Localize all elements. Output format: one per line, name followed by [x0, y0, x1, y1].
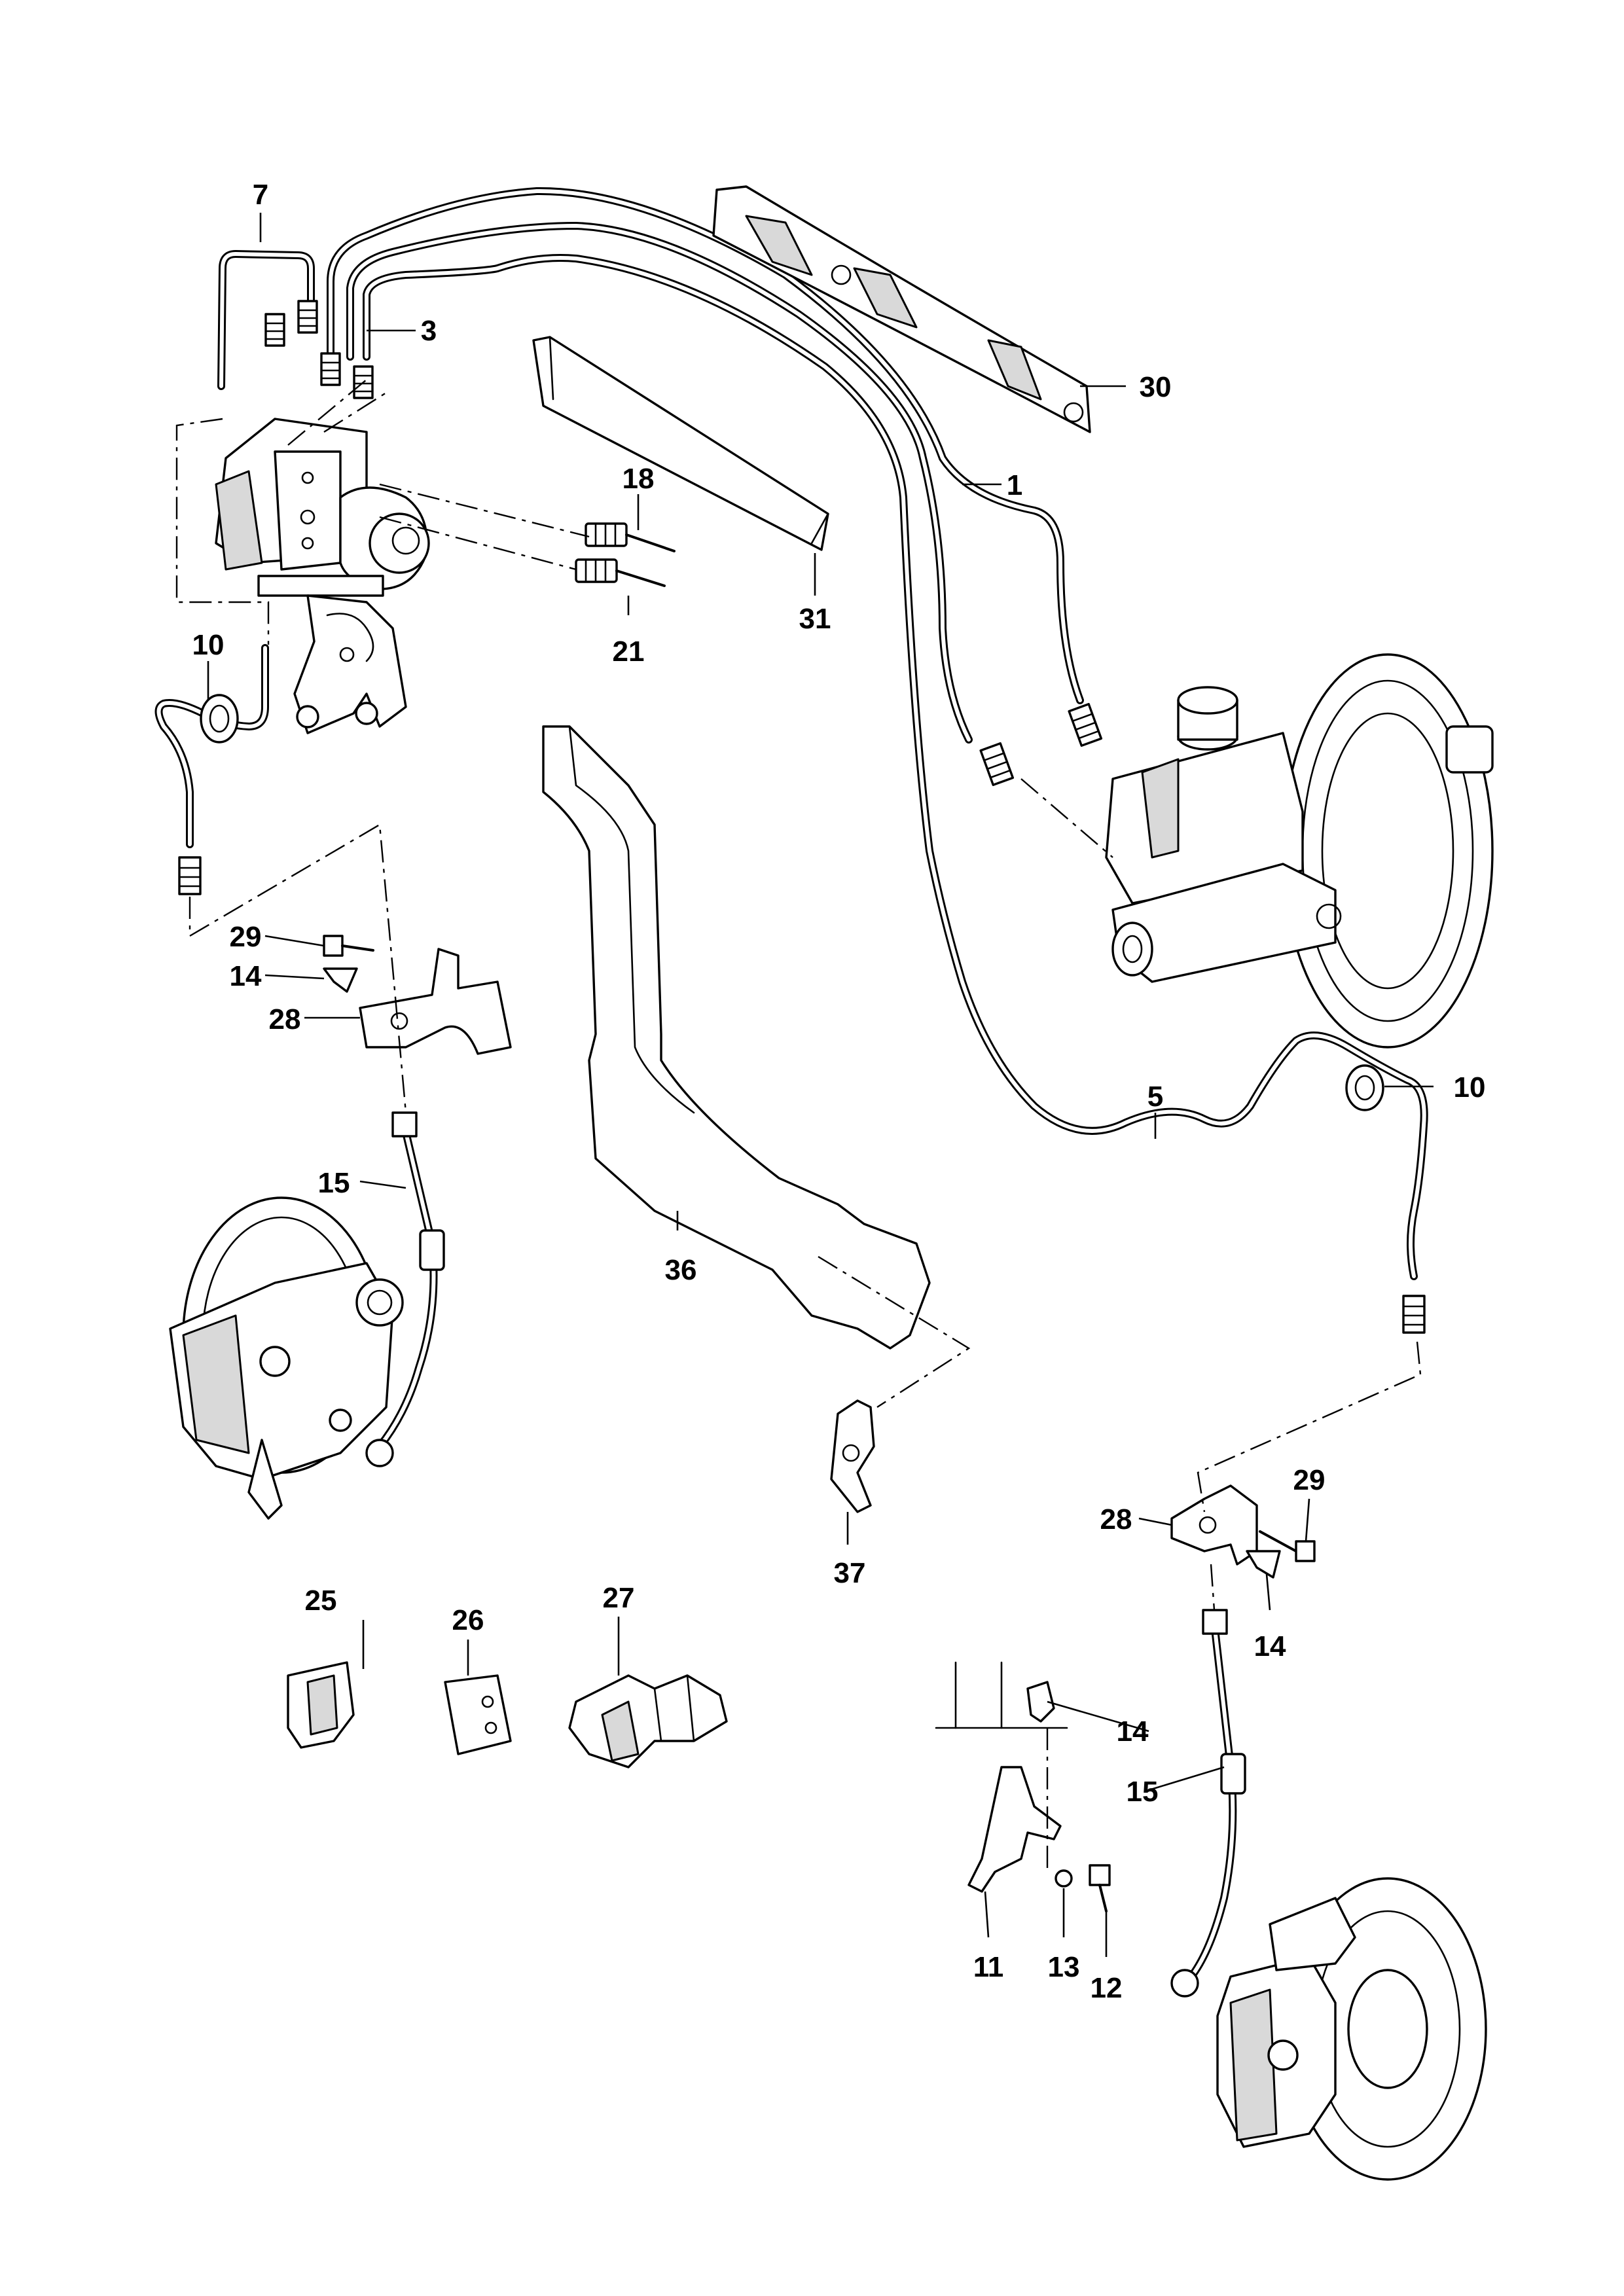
callout-10-right: 10	[1454, 1071, 1486, 1103]
bolt-29-left	[323, 935, 374, 957]
callout-29-right: 29	[1293, 1464, 1326, 1496]
callout-13: 13	[1048, 1951, 1080, 1983]
callout-25: 25	[305, 1585, 337, 1617]
brake-pipe-group	[154, 187, 1428, 1280]
clip-14-left	[323, 967, 358, 993]
bolt-29-right	[1259, 1530, 1316, 1562]
callout-labels: 7 3 30 1 18 31 10 21 29 14 28 5 10 15 36…	[192, 179, 1486, 2004]
callout-10-left: 10	[192, 629, 225, 661]
heat-shield-36	[542, 725, 931, 1350]
callout-3: 3	[421, 315, 437, 347]
callout-29-left: 29	[230, 921, 262, 953]
clip-26	[444, 1674, 512, 1755]
callout-28-left: 28	[269, 1003, 301, 1035]
callout-30: 30	[1140, 371, 1172, 403]
bolt-12	[1089, 1864, 1111, 1912]
callout-14-right: 14	[1254, 1630, 1286, 1662]
bracket-28-left	[359, 948, 512, 1055]
callout-27: 27	[603, 1582, 635, 1614]
brake-booster	[1282, 653, 1494, 1049]
cover-strip-30-pad2	[853, 267, 918, 329]
grommet-right	[1345, 1064, 1384, 1111]
callout-7: 7	[253, 179, 268, 211]
clip-14-right	[1246, 1550, 1281, 1579]
callout-15-right: 15	[1127, 1776, 1159, 1808]
front-left-brake-assembly	[169, 1196, 404, 1520]
callout-1: 1	[1007, 469, 1022, 501]
callout-15-left: 15	[318, 1167, 350, 1199]
grommet-left	[200, 694, 239, 744]
flex-hose-15-left	[365, 1111, 445, 1467]
callout-12: 12	[1091, 1972, 1123, 2004]
front-right-brake-assembly	[1216, 1877, 1487, 2181]
callout-14-strut: 14	[1117, 1715, 1149, 1748]
callout-18: 18	[623, 463, 655, 495]
callout-26: 26	[452, 1604, 484, 1636]
cover-strip-30-pad3	[987, 339, 1042, 401]
heat-shield-31	[532, 336, 829, 551]
leader-lines	[207, 213, 1434, 1957]
callout-37: 37	[834, 1557, 866, 1589]
bracket-28-right	[1170, 1484, 1258, 1566]
cover-strip-30-pad1	[745, 215, 813, 276]
clip-37	[830, 1399, 875, 1513]
assembly-lines	[175, 379, 1422, 1872]
flex-hose-15-right	[1170, 1609, 1246, 1998]
callout-28-right: 28	[1100, 1503, 1132, 1535]
abs-mounting-bracket	[293, 594, 407, 734]
strut-bracket-assembly	[935, 1661, 1111, 1912]
master-cylinder	[1105, 686, 1342, 983]
abs-bolt-18	[585, 522, 676, 552]
callout-5: 5	[1147, 1081, 1163, 1113]
callout-36: 36	[665, 1254, 697, 1286]
brake-pipe-10-left	[154, 644, 269, 848]
callout-11: 11	[973, 1951, 1004, 1983]
abs-bolt-21	[575, 558, 666, 587]
callout-14-left: 14	[230, 960, 262, 992]
clip-27	[568, 1674, 728, 1768]
callout-31: 31	[799, 603, 831, 635]
pipe-fittings	[178, 300, 1426, 1334]
callout-21: 21	[613, 636, 645, 668]
clip-25	[287, 1661, 355, 1749]
abs-hydraulic-unit	[215, 418, 430, 597]
